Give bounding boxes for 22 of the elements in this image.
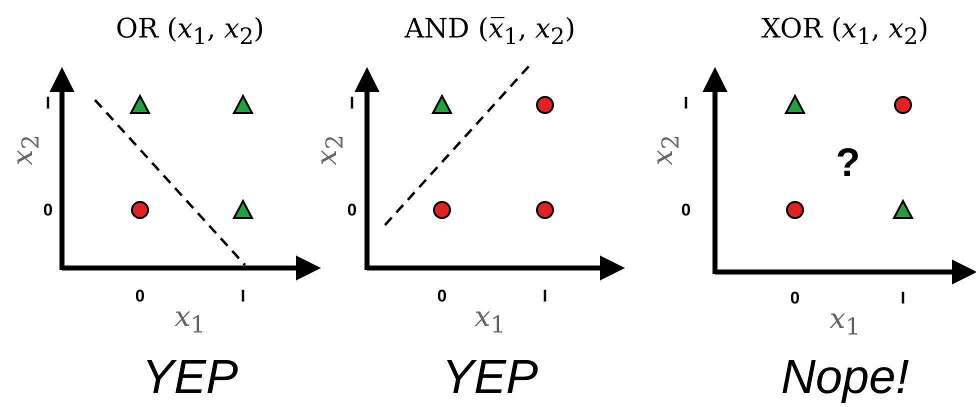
tick-label: I xyxy=(46,94,50,112)
tick-label: I xyxy=(684,94,688,112)
question-mark: ? xyxy=(836,143,860,183)
tick-label: 0 xyxy=(43,202,53,218)
tick-label: 0 xyxy=(790,290,800,306)
axis-label: x$_{1}$ xyxy=(830,305,860,339)
tick-label: I xyxy=(350,94,354,112)
tick-label: 0 xyxy=(135,288,145,304)
verdict-text: YEP xyxy=(442,354,538,402)
tick-label: I xyxy=(900,290,906,306)
chart-title: XOR (x$_{1}$, x$_{2}$) xyxy=(761,16,929,48)
chart-title: OR (x$_{1}$, x$_{2}$) xyxy=(116,16,264,48)
axis-label: x$_{1}$ xyxy=(474,303,506,337)
verdict-text: Nope! xyxy=(780,354,910,402)
tick-label: I xyxy=(240,288,246,304)
tick-label: 0 xyxy=(347,202,357,218)
tick-label: I xyxy=(542,288,548,304)
chart-title: AND (x̅$_{1}$, x$_{2}$) xyxy=(404,16,576,48)
axis-label: x$_{1}$ xyxy=(174,303,206,337)
tick-label: 0 xyxy=(681,202,691,218)
verdict-text: YEP xyxy=(142,354,238,402)
tick-label: 0 xyxy=(437,288,447,304)
